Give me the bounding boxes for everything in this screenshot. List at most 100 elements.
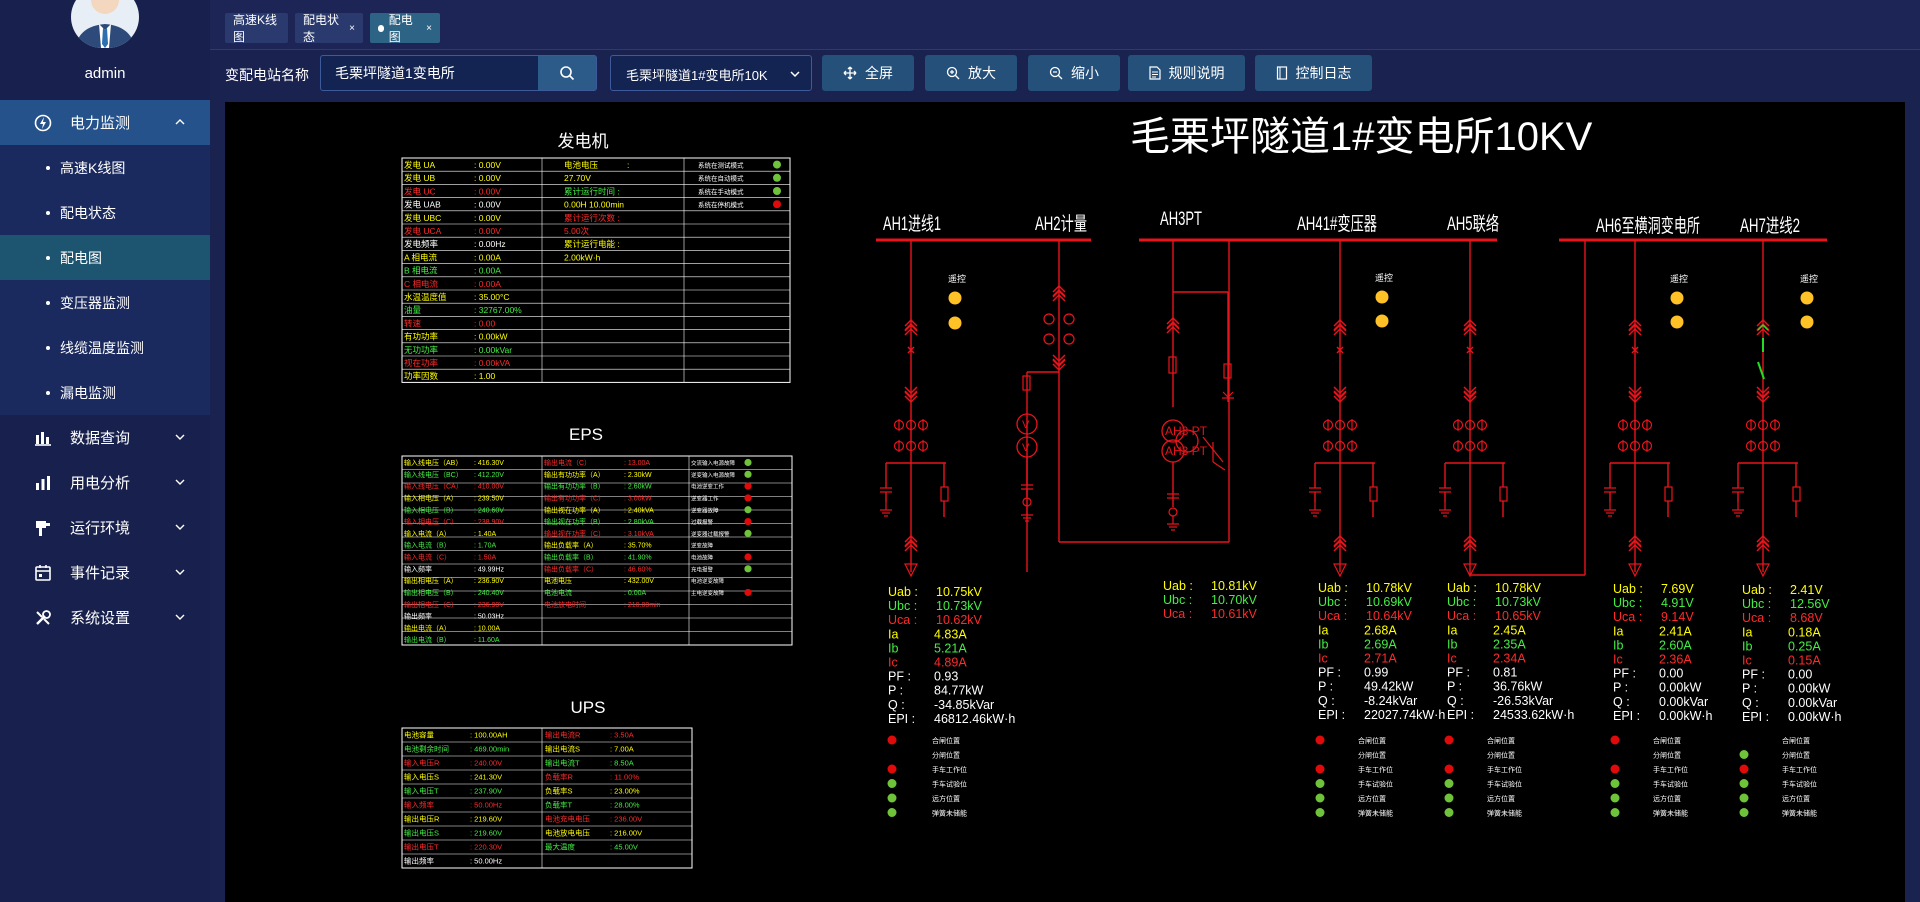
plug-contact-icon [904,390,918,404]
ground-icon [1167,516,1179,531]
reading-label: Uca : [1447,609,1476,623]
station-select[interactable]: 毛栗坪隧道1#变电所10K [610,55,812,91]
status-dot [1610,735,1620,745]
submenu-label: 漏电监测 [60,384,116,401]
submenu-item-2[interactable]: 配电图 [0,235,210,280]
status-dot [744,494,752,502]
generator-label: 视在功率 [404,358,439,368]
arrester-icon [1222,391,1234,399]
tab-0[interactable]: 高速K线图 [225,13,288,44]
status-label: 手车工作位 [1358,765,1393,774]
status-label: 手车试验位 [1782,780,1817,789]
eps-status-label: 过载报警 [691,518,714,526]
menu-data-query[interactable]: 数据查询 [0,415,210,460]
outgoing-arrow-icon [1463,563,1477,578]
submenu-item-0[interactable]: 高速K线图 [0,145,210,190]
reading-label: Uab : [1447,581,1477,595]
reading-label: Uca : [1163,607,1192,621]
status-dot [1444,779,1454,788]
status-label: 手车工作位 [1653,765,1688,774]
generator-label: A 相电流 [404,252,438,262]
eps-value: : 10.00A [474,625,500,632]
generator-label: 累计运行时间 : [564,186,620,196]
eps-value: : 2.30kW [624,472,652,479]
ups-value: : 100.00AH [470,731,508,740]
chevron-down-icon [790,71,800,78]
fullscreen-button[interactable]: 全屏 [822,55,914,91]
avatar[interactable] [71,0,139,48]
generator-value: : 0.00Hz [474,239,506,249]
zoom-in-button[interactable]: 放大 [925,55,1017,91]
generator-label: 2.00kW·h [564,252,601,262]
fuse-icon [940,486,949,502]
status-label: 弹簧未储能 [932,809,967,818]
eps-label: 输入线电压（BC） [404,470,463,479]
submenu-item-5[interactable]: 漏电监测 [0,370,210,415]
menu-power-monitor[interactable]: 电力监测 [0,100,210,145]
log-icon [1276,66,1287,80]
submenu-item-4[interactable]: 线缆温度监测 [0,325,210,370]
bullet-icon [46,390,50,395]
ups-label: 电池充电电压 [545,814,590,824]
capacitor-icon [1309,487,1321,493]
status-label: 分闸位置 [932,751,960,760]
menu-settings[interactable]: 系统设置 [0,595,210,640]
ups-label: 输入电压S [404,772,439,782]
eps-label: 输出有功功率（C） [544,493,605,502]
status-label: 远方位置 [1782,794,1810,803]
reading-value: 0.99 [1364,666,1388,680]
menu-analysis[interactable]: 用电分析 [0,460,210,505]
tab-2[interactable]: 配电图 × [370,13,440,44]
reading-label: Ib [1318,637,1328,651]
reading-value: 10.65kV [1495,609,1542,623]
capacitor-icon [1439,487,1451,493]
plug-contact-icon [1628,390,1642,404]
status-label: 手车试验位 [1358,780,1393,789]
zoom-out-button[interactable]: 缩小 [1028,55,1120,91]
reading-label: Uab : [1163,579,1193,593]
meter-label: V [1022,419,1030,431]
bus-label: AH5联络 [1447,213,1499,235]
eps-value: : 416.30V [474,460,504,467]
reading-value: 22027.74kW·h [1364,708,1445,722]
plug-contact-icon [1333,390,1347,404]
pt-label: AH3 PT [1165,424,1208,438]
close-icon[interactable]: × [349,22,355,34]
submenu-item-3[interactable]: 变压器监测 [0,280,210,325]
username: admin [84,65,126,82]
reading-label: Uab : [888,585,918,599]
reading-value: 2.36A [1659,653,1692,667]
reading-value: 7.69V [1661,582,1694,596]
status-label: 手车试验位 [1653,780,1688,789]
generator-label: 发电 UA [404,160,436,170]
zoom-out-icon [1049,66,1063,80]
close-icon[interactable]: × [426,22,432,34]
station-input[interactable] [321,56,529,90]
eps-value: : 238.90V [474,519,504,526]
generator-value: : 0.00V [474,173,501,183]
generator-label: 发电 UCA [404,226,442,236]
reading-value: 0.00kW [1788,682,1831,696]
tab-1[interactable]: 配电状态 × [295,13,363,44]
ups-label: 输出电流T [545,758,580,768]
menu-environment[interactable]: 运行环境 [0,505,210,550]
generator-value: : 0.00V [474,186,501,196]
reading-value: 2.34A [1493,652,1526,666]
reading-label: Uab : [1318,581,1348,595]
control-log-button[interactable]: 控制日志 [1255,55,1372,91]
reading-label: Ia [888,627,898,641]
submenu-item-1[interactable]: 配电状态 [0,190,210,235]
document-icon [1148,66,1161,80]
fuse-icon [1223,363,1232,379]
ups-title: UPS [571,698,606,717]
reading-label: PF : [1613,667,1636,681]
reading-value: 5.21A [934,641,967,655]
search-button[interactable] [538,56,596,90]
menu-event[interactable]: 事件记录 [0,550,210,595]
reading-value: 2.68A [1364,623,1397,637]
rules-button[interactable]: 规则说明 [1128,55,1245,91]
plug-contact-icon [904,322,918,336]
ups-value: : 8.50A [610,759,634,768]
ups-label: 输入频率 [404,800,434,810]
